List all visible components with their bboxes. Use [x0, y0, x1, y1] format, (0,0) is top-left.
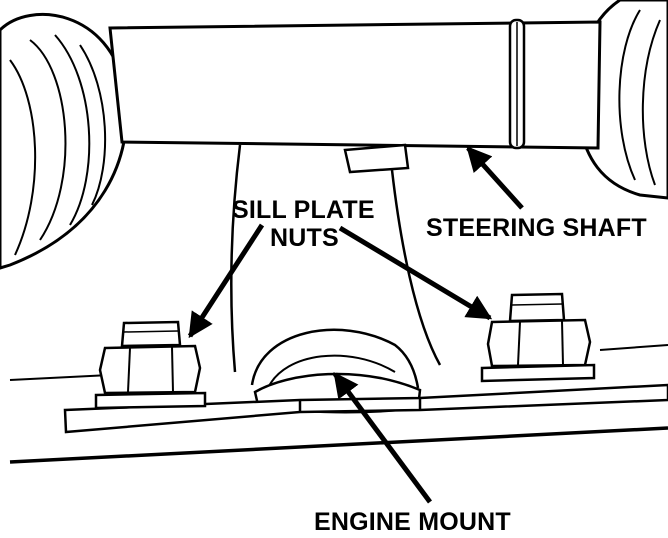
left-sill-nut	[94, 320, 207, 410]
label-sill-plate-line1: SILL PLATE	[232, 196, 375, 224]
arrow-engine-mount	[332, 371, 433, 504]
label-steering-shaft: STEERING SHAFT	[426, 214, 647, 242]
shaft-clip	[343, 143, 410, 174]
arrow-right-nut	[338, 225, 493, 321]
arrow-steering-shaft	[466, 146, 524, 210]
left-tire	[0, 12, 129, 270]
label-sill-plate-line2: NUTS	[270, 224, 339, 252]
arrow-left-nut	[187, 223, 265, 339]
steering-shaft	[108, 18, 602, 150]
engine-mount	[230, 144, 442, 414]
floor	[9, 344, 668, 464]
callout-arrows	[187, 146, 524, 504]
right-sill-nut	[480, 292, 596, 383]
label-engine-mount: ENGINE MOUNT	[314, 508, 511, 536]
